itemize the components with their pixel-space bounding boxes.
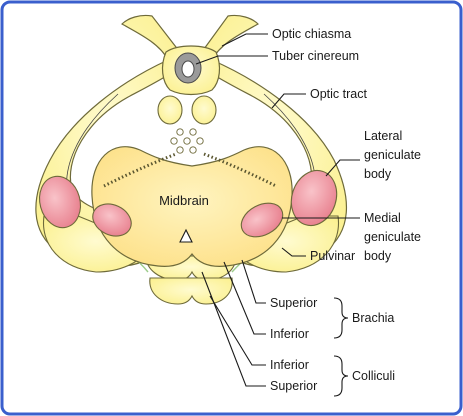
perforated-substance-dots: [170, 128, 204, 154]
label-medial-geniculate-2: geniculate: [364, 230, 421, 244]
brace-colliculi: [333, 355, 349, 397]
leader-optic-tract: [271, 93, 306, 109]
cerebral-aqueduct-triangle: [179, 228, 193, 243]
label-tuber-cinereum: Tuber cinereum: [272, 49, 359, 63]
label-optic-chiasma: Optic chiasma: [272, 27, 351, 41]
leader-optic-chiasma: [221, 33, 268, 47]
mammillary-body-right: [191, 95, 217, 125]
medial-geniculate-body-left: [92, 203, 132, 237]
tuber-cinereum-inner: [181, 60, 195, 78]
label-pulvinar: Pulvinar: [310, 249, 355, 263]
peduncle-line-left: [103, 152, 177, 188]
leader-colliculi-inferior: [209, 295, 266, 366]
label-medial-geniculate-3: body: [364, 249, 392, 263]
label-brachia: Brachia: [352, 311, 394, 325]
label-optic-tract: Optic tract: [310, 87, 367, 101]
lateral-geniculate-body-left: [38, 175, 82, 229]
leader-brachia-inferior: [223, 261, 266, 335]
mammillary-body-left: [157, 95, 183, 125]
label-colliculi: Colliculi: [352, 369, 395, 383]
midbrain-label: Midbrain: [159, 193, 209, 208]
leader-lateral-geniculate: [325, 159, 360, 177]
medial-geniculate-body-right: [240, 202, 284, 238]
leader-colliculi-superior: [201, 271, 266, 387]
label-lateral-geniculate-1: Lateral: [364, 129, 402, 143]
label-brachia-inferior: Inferior: [270, 327, 309, 341]
label-brachia-superior: Superior: [270, 296, 317, 310]
label-lateral-geniculate-3: body: [364, 167, 392, 181]
brace-brachia: [333, 297, 349, 339]
peduncle-line-right: [203, 152, 277, 188]
leader-pulvinar: [281, 247, 306, 257]
label-colliculi-superior: Superior: [270, 379, 317, 393]
label-colliculi-inferior: Inferior: [270, 358, 309, 372]
label-lateral-geniculate-2: geniculate: [364, 148, 421, 162]
leader-brachia-superior: [241, 259, 266, 304]
leader-tuber-cinereum: [195, 55, 268, 65]
label-medial-geniculate-1: Medial: [364, 211, 401, 225]
lateral-geniculate-body-right: [290, 169, 338, 227]
